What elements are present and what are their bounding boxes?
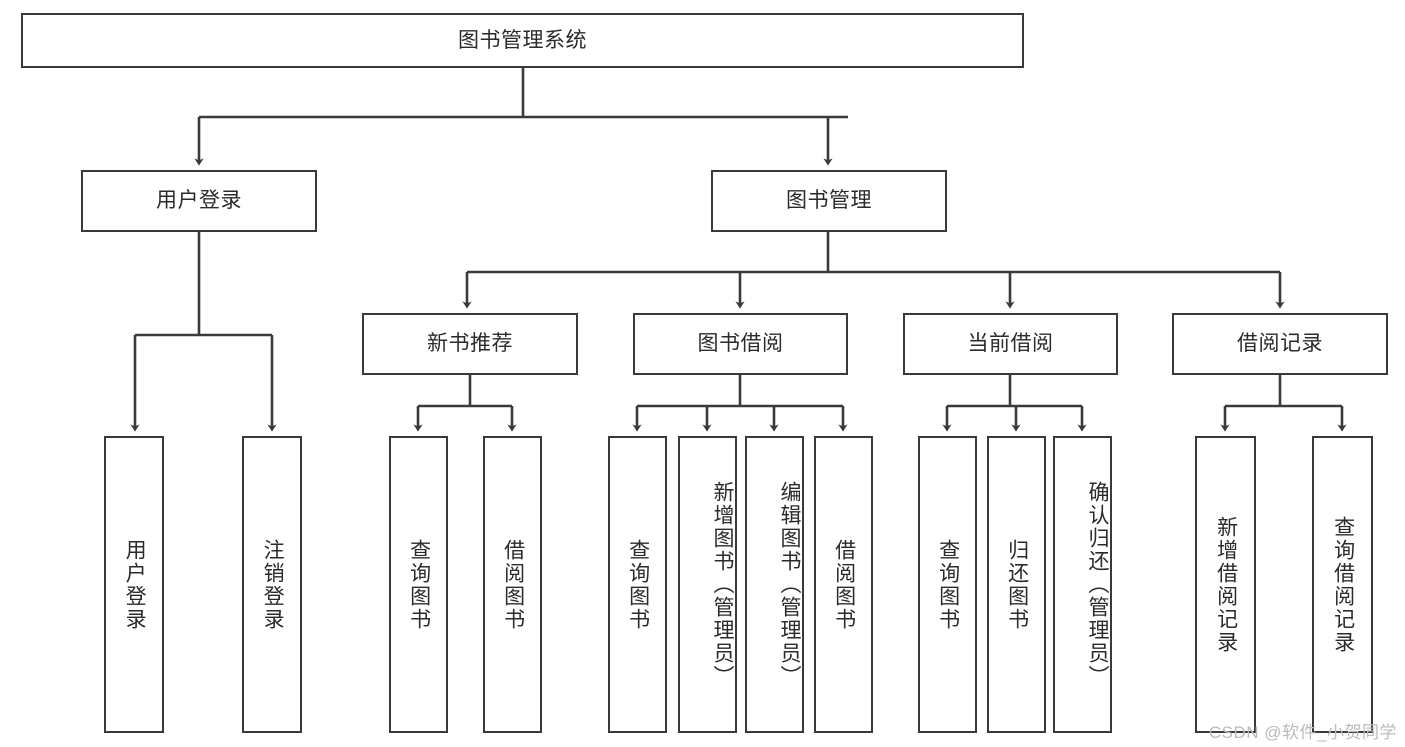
node-leaf-borrow-book-2[interactable]: 借阅图书 [814,436,873,733]
node-new-book-recommend[interactable]: 新书推荐 [362,313,578,375]
node-leaf-query-book-3[interactable]: 查询图书 [918,436,977,733]
node-leaf-add-record[interactable]: 新增借阅记录 [1195,436,1256,733]
node-current-borrow[interactable]: 当前借阅 [903,313,1118,375]
node-leaf-query-record[interactable]: 查询借阅记录 [1312,436,1373,733]
node-leaf-add-book[interactable]: 新增图书（管理员） [678,436,737,733]
watermark-text: CSDN @软件_小贺同学 [1208,723,1397,742]
node-leaf-logout-login[interactable]: 注销登录 [242,436,302,733]
node-leaf-query-book-1[interactable]: 查询图书 [389,436,448,733]
node-leaf-borrow-book-1[interactable]: 借阅图书 [483,436,542,733]
node-leaf-user-login[interactable]: 用户登录 [104,436,164,733]
node-book-management[interactable]: 图书管理 [711,170,947,232]
node-borrow-record[interactable]: 借阅记录 [1172,313,1388,375]
node-leaf-query-book-2[interactable]: 查询图书 [608,436,667,733]
node-book-management-system[interactable]: 图书管理系统 [21,13,1024,68]
node-leaf-confirm-return[interactable]: 确认归还（管理员） [1053,436,1112,733]
node-leaf-edit-book[interactable]: 编辑图书（管理员） [745,436,804,733]
node-book-borrow[interactable]: 图书借阅 [633,313,848,375]
node-user-login[interactable]: 用户登录 [81,170,317,232]
node-leaf-return-book[interactable]: 归还图书 [987,436,1046,733]
